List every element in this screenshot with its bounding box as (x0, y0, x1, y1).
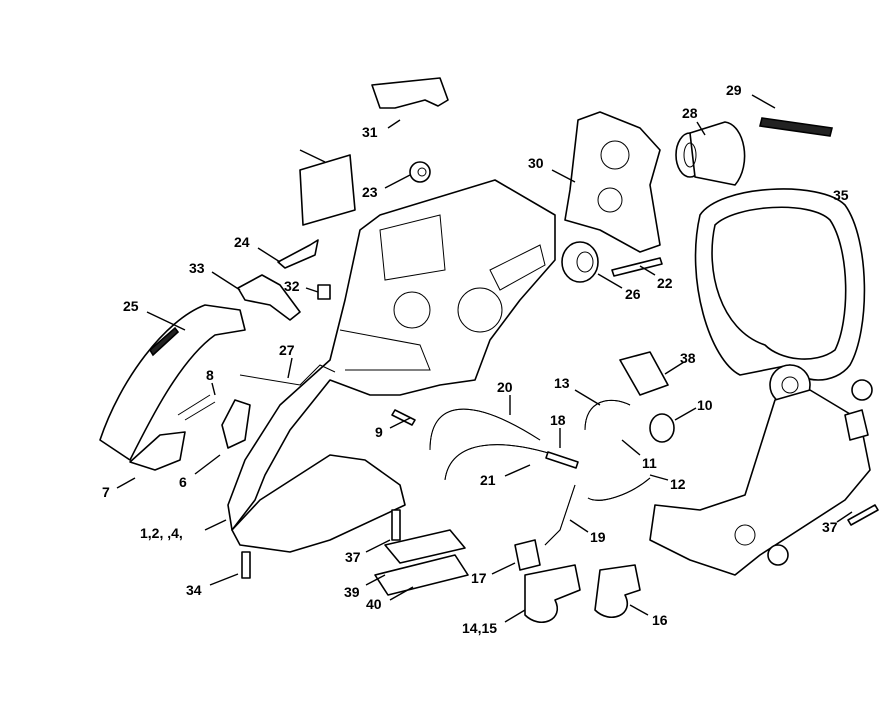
callout-8: 8 (206, 367, 214, 383)
part-27-throttle-rod (239, 364, 336, 386)
callout-33: 33 (189, 260, 205, 276)
callout-39: 39 (344, 584, 360, 600)
part-29-spring (759, 117, 833, 137)
part-37-screw-b (847, 504, 879, 526)
part-26-buffer (561, 241, 599, 283)
part-7-trigger-interlock (129, 431, 186, 471)
part-33-choke-lever (237, 274, 301, 321)
callout-19: 19 (590, 529, 606, 545)
callout-13: 13 (554, 375, 570, 391)
callout-40: 40 (366, 596, 382, 612)
part-24-lever (277, 239, 319, 269)
callout-38: 38 (680, 350, 696, 366)
part-chain-cover (231, 454, 406, 553)
callout-26: 26 (625, 286, 641, 302)
part-hoses (429, 399, 651, 546)
callout-10: 10 (697, 397, 713, 413)
callout-24: 24 (234, 234, 250, 250)
part-31-cover (371, 77, 449, 109)
callout-34: 34 (186, 582, 202, 598)
part-housing-handle-bracket (649, 379, 873, 576)
callouts: 31 23 30 28 29 35 24 33 32 25 27 22 26 3… (102, 82, 849, 636)
part-30-shroud (564, 111, 661, 253)
callout-21: 21 (480, 472, 496, 488)
callout-32: 32 (284, 278, 300, 294)
callout-30: 30 (528, 155, 544, 171)
part-22-screw (611, 257, 663, 277)
part-35-handlebar (694, 188, 866, 406)
part-16-clamp (594, 564, 641, 619)
part-32-clip (317, 284, 331, 300)
part-38-cap (619, 351, 669, 396)
callout-14-15: 14,15 (462, 620, 497, 636)
part-28-intake-boot (675, 121, 746, 186)
callout-25: 25 (123, 298, 139, 314)
part-39-40-plates (374, 529, 469, 596)
part-18-connector (545, 451, 579, 469)
part-8-spring (177, 394, 216, 421)
leader-lines (116, 94, 853, 623)
callout-6: 6 (179, 474, 187, 490)
callout-16: 16 (652, 612, 668, 628)
callout-12: 12 (670, 476, 686, 492)
part-label-plate (299, 149, 356, 226)
callout-37-a: 37 (345, 549, 361, 565)
part-10-fuel-filter-cap (649, 413, 675, 443)
callout-28: 28 (682, 105, 698, 121)
part-37-screw-a (391, 509, 401, 541)
callout-9: 9 (375, 424, 383, 440)
callout-17: 17 (471, 570, 487, 586)
part-14-15-clamp (524, 564, 581, 624)
callout-11: 11 (642, 455, 657, 471)
part-main-housing (227, 179, 556, 531)
callout-31: 31 (362, 124, 378, 140)
part-34-screw (241, 551, 251, 579)
callout-23: 23 (362, 184, 378, 200)
callout-27: 27 (279, 342, 295, 358)
part-25-handle-cover (99, 304, 246, 461)
callout-35: 35 (833, 187, 849, 203)
callout-7: 7 (102, 484, 110, 500)
part-6-throttle-trigger (221, 399, 251, 449)
callout-29: 29 (726, 82, 742, 98)
part-9-pin (391, 409, 416, 426)
part-23-plug (409, 161, 431, 183)
part-17-valve (514, 539, 541, 571)
callout-18: 18 (550, 412, 566, 428)
callout-20: 20 (497, 379, 513, 395)
callout-37-b: 37 (822, 519, 838, 535)
callout-22: 22 (657, 275, 673, 291)
callout-1-2-4: 1,2, ,4, (140, 525, 183, 541)
